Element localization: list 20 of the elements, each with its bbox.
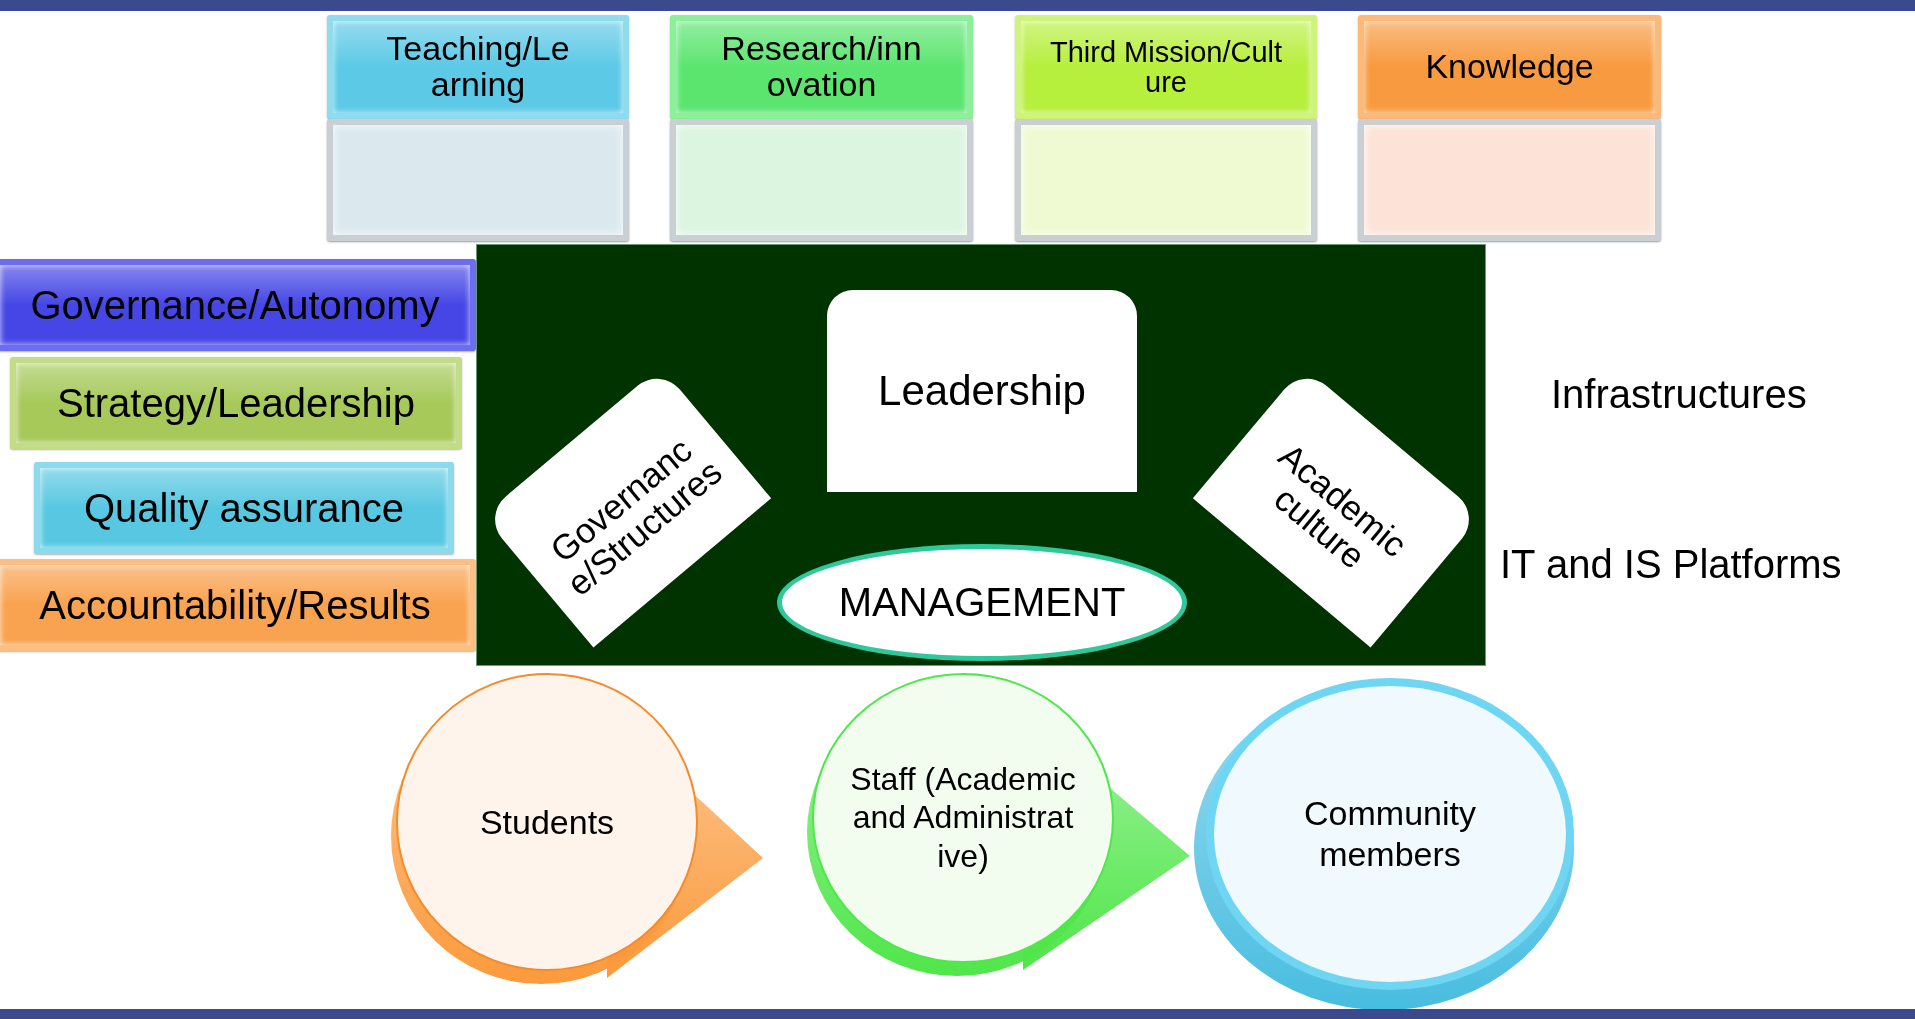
label-box: Research/inn ovation bbox=[670, 15, 973, 119]
circle-label: Staff (Academic and Administrat ive) bbox=[849, 760, 1077, 876]
label-box: Knowledge bbox=[1358, 15, 1661, 119]
label-box: Strategy/Leadership bbox=[10, 357, 462, 449]
empty-box bbox=[1358, 119, 1661, 241]
empty-box bbox=[670, 119, 973, 241]
dark-panel bbox=[476, 244, 1486, 666]
label-box: Accountability/Results bbox=[0, 559, 476, 651]
circle-label: Community members bbox=[1303, 793, 1477, 875]
label-box: Governance/Autonomy bbox=[0, 259, 476, 351]
empty-box bbox=[1015, 119, 1317, 241]
side-label: IT and IS Platforms bbox=[1500, 542, 1842, 587]
side-label: Infrastructures bbox=[1551, 372, 1807, 417]
label-box: Teaching/Le arning bbox=[327, 15, 629, 119]
circle-label: Students bbox=[478, 801, 616, 843]
rounded-box: Leadership bbox=[827, 290, 1137, 492]
ellipse: MANAGEMENT bbox=[777, 544, 1187, 661]
empty-box bbox=[327, 119, 629, 241]
label-box: Third Mission/Cult ure bbox=[1015, 15, 1317, 119]
label-box: Quality assurance bbox=[34, 462, 454, 554]
